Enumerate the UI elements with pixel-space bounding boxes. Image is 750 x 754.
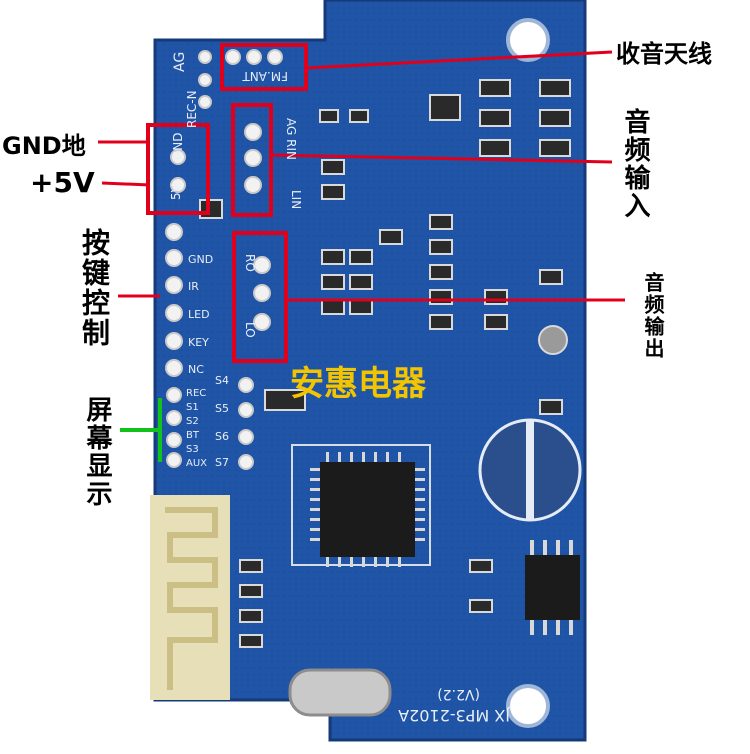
silk-aux: AUX [186,458,207,469]
fm-antenna-label: 收音天线 [616,40,712,68]
mounting-hole [506,18,550,62]
silk-rec-n: REC-N [185,90,199,128]
silk-s4: S4 [215,374,229,387]
vendor-label: 安惠电器 [290,364,426,404]
silk-pin-ir: IR [188,280,199,293]
audio-in-label: 音频输入 [620,108,650,220]
silk-board-name: JX MP3-2102A [398,706,511,725]
crystal [288,668,392,717]
silk-5v: 5V [169,183,183,200]
display-label: 屏幕显示 [82,396,112,508]
silk-bt: BT [186,430,200,441]
silk-version: (V2.2) [437,686,480,702]
buttons-label: 按键控制 [78,228,111,348]
silk-s3: S3 [186,444,199,455]
silk-pin-key: KEY [188,336,209,349]
silk-s2: S2 [186,416,199,427]
silk-lin: LIN [289,190,303,209]
silk-lo: LO [243,322,257,338]
silk-pin-nc: NC [188,363,204,376]
power-label: +5V [30,166,95,199]
display-bracket [120,398,162,462]
silk-pin-gnd: GND [188,253,213,266]
mounting-hole [506,684,550,728]
amp-chip [525,540,580,635]
audio-out-label: 音频输出 [641,272,665,360]
audio-in-box [231,103,273,217]
silk-ro: RO [243,254,257,272]
bt-antenna-trace [150,495,230,700]
silk-s7: S7 [215,456,229,469]
silk-fm-ant: FM.ANT [242,69,288,83]
gnd-5v-box [146,123,210,215]
silk-rec: REC [186,388,206,399]
silk-gnd: GND [171,132,185,160]
silk-ag-rin: AG RIN [284,118,298,160]
audio-out-box [232,231,288,363]
mcu-chip [291,444,431,567]
silk-s5: S5 [215,402,229,415]
gnd-label: GND地 [2,132,86,160]
silk-s6: S6 [215,430,229,443]
silk-ag: AG [172,52,188,72]
silk-pin-led: LED [188,308,210,321]
silk-s1: S1 [186,402,199,413]
